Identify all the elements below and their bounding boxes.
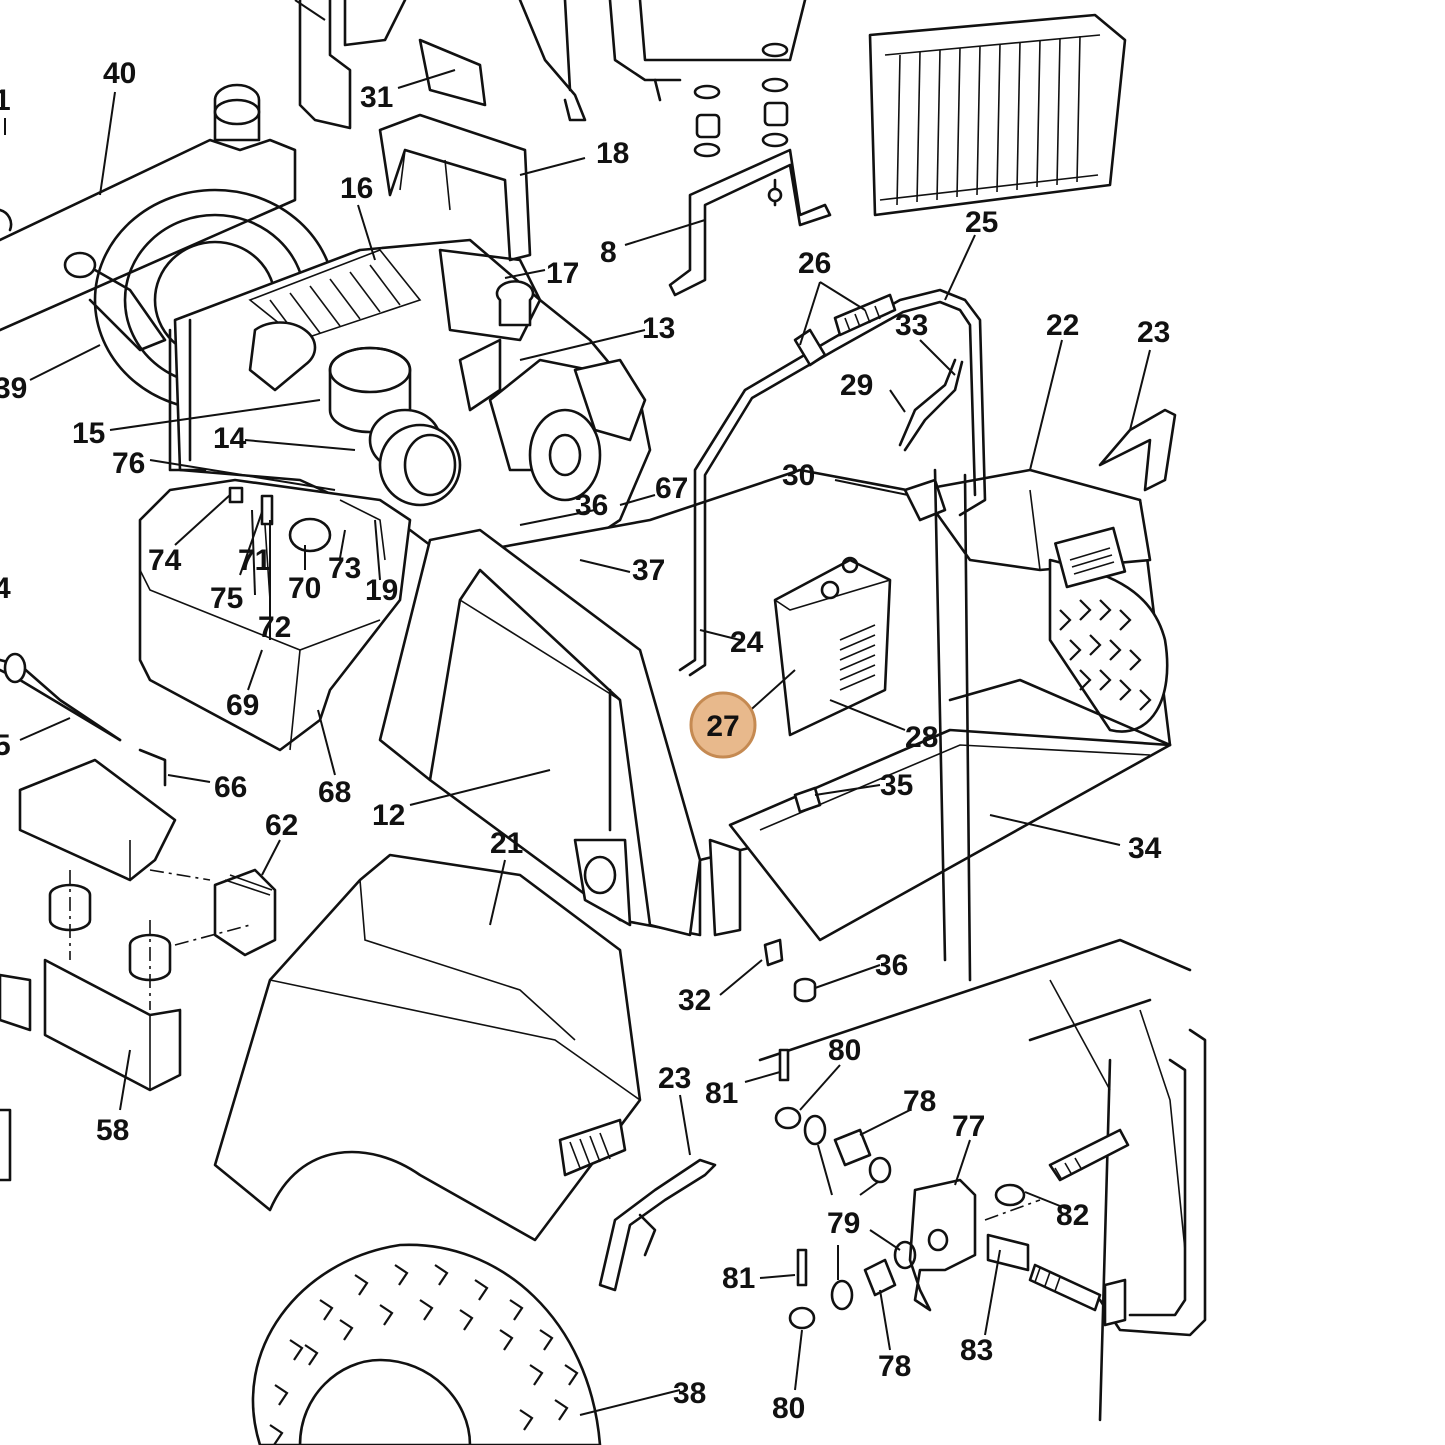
engine-cover-part [378,113,532,262]
callout-74: 74 [148,544,182,577]
callout-12: 12 [372,799,405,832]
callout-8: 8 [600,236,617,269]
callout-29: 29 [840,369,873,402]
callout-17: 17 [546,257,579,290]
hook-23-lower-part [598,1158,717,1292]
callout-labels: 1 4 5 8 12 13 14 15 16 17 18 19 21 22 23… [0,57,1170,1425]
callout-72: 72 [258,611,291,644]
callout-38: 38 [673,1377,706,1410]
callout-82: 82 [1056,1199,1089,1232]
callout-81-upper: 81 [705,1077,738,1110]
callout-32: 32 [678,984,711,1017]
fender-part [213,853,642,1242]
engine-block-part [168,238,652,592]
footplate-part [728,678,1172,942]
seat-bracket-part [298,0,807,130]
callout-62: 62 [265,809,298,842]
callout-40: 40 [103,57,136,90]
callout-16: 16 [340,172,373,205]
hook-23-upper-part [1098,408,1177,492]
callout-22: 22 [1046,309,1079,342]
callout-71: 71 [238,544,271,577]
callout-26: 26 [798,247,831,280]
callout-14: 14 [213,422,247,455]
bracket-8-part [668,148,832,297]
callout-35: 35 [880,769,913,802]
callout-80-lower: 80 [772,1392,805,1425]
callout-30: 30 [782,459,815,492]
callout-73: 73 [328,552,361,585]
callout-68: 68 [318,776,351,809]
callout-28: 28 [905,721,938,754]
leader-lines [4,0,1151,1416]
callout-66: 66 [214,771,247,804]
callout-23-lower: 23 [658,1062,691,1095]
callout-78-lower: 78 [878,1350,911,1383]
callout-78-upper: 78 [903,1085,936,1118]
mount-washers-part [693,42,789,207]
callout-81-lower: 81 [722,1262,755,1295]
callout-34: 34 [1128,832,1162,865]
callout-36-lower: 36 [875,949,908,982]
callout-5: 5 [0,729,11,762]
battery-box-part [773,556,892,737]
callout-80-upper: 80 [828,1034,861,1067]
callout-25: 25 [965,206,998,239]
rear-tire-right-part [1048,526,1169,733]
callout-31: 31 [360,81,393,114]
throttle-cable-part [0,652,122,742]
callout-18: 18 [596,137,629,170]
callout-75: 75 [210,582,243,615]
callout-23-upper: 23 [1137,316,1170,349]
callout-39: 39 [0,372,27,405]
front-tire-part [251,1243,602,1445]
callout-36-upper: 36 [575,489,608,522]
highlight-circle [689,691,757,759]
callout-58: 58 [96,1114,129,1147]
callout-4: 4 [0,572,11,605]
left-bracket-parts [0,668,277,1182]
callout-76: 76 [112,447,145,480]
callout-24: 24 [730,626,764,659]
callout-69: 69 [226,689,259,722]
highlighted-callout-27: 27 [706,710,739,743]
callout-77: 77 [952,1110,985,1143]
callout-33: 33 [895,309,928,342]
callout-1: 1 [0,84,11,117]
callout-70: 70 [288,572,321,605]
callout-83: 83 [960,1334,993,1367]
radiator-grille-part [868,13,1127,217]
callout-19: 19 [365,574,398,607]
callout-21: 21 [490,827,523,860]
callout-15: 15 [72,417,105,450]
callout-37: 37 [632,554,665,587]
callout-79: 79 [827,1207,860,1240]
callout-13: 13 [642,312,675,345]
parts-drawing [0,0,1207,1445]
callout-67: 67 [655,472,688,505]
